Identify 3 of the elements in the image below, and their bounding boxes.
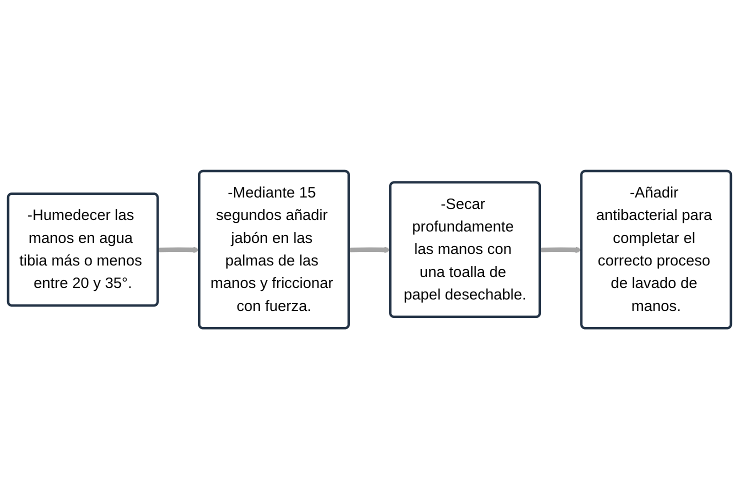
arrow — [158, 246, 200, 254]
arrow — [540, 246, 582, 254]
arrow — [349, 246, 391, 254]
